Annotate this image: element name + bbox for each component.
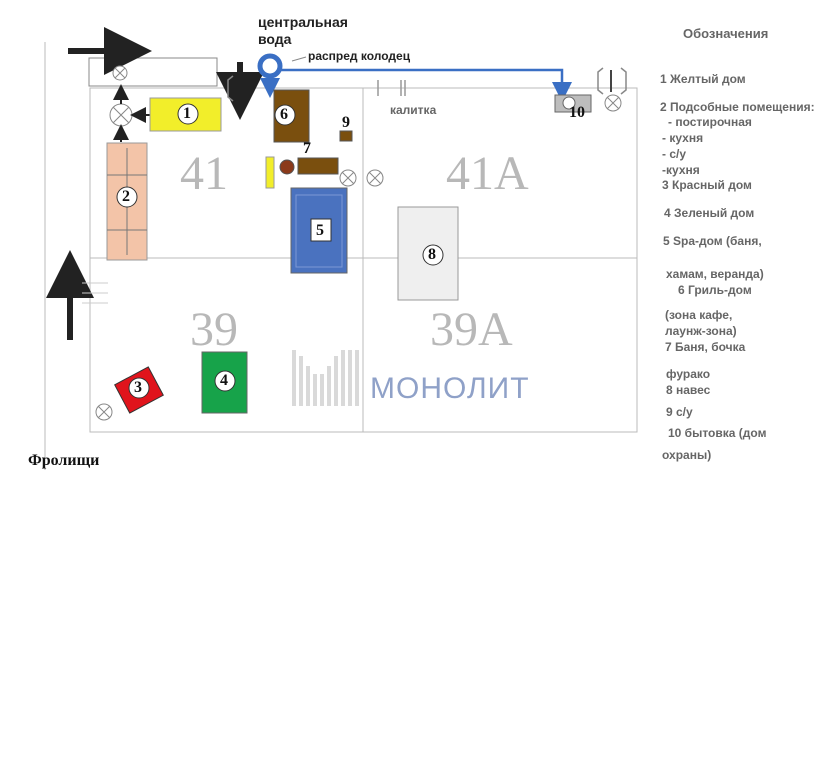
legend-item: 8 навес bbox=[666, 383, 711, 397]
number-badge bbox=[310, 218, 332, 242]
number-badge bbox=[116, 186, 138, 208]
legend-item: - с/у bbox=[662, 147, 687, 161]
building-number: 5 bbox=[316, 222, 324, 239]
plot-number: 41A bbox=[446, 147, 529, 200]
building-number: 2 bbox=[122, 188, 130, 205]
light-icon bbox=[109, 103, 133, 127]
village-label: Фролищи bbox=[28, 452, 100, 469]
building-number: 1 bbox=[183, 105, 191, 122]
building-7-sauna bbox=[297, 157, 339, 175]
number-badge bbox=[177, 103, 199, 125]
light-icon bbox=[95, 403, 113, 421]
well-pointer bbox=[291, 56, 307, 62]
legend-item: фурако bbox=[666, 367, 711, 381]
watermark-text: МОНОЛИТ bbox=[370, 372, 530, 405]
legend-item: 1 Желтый дом bbox=[660, 72, 746, 86]
legend-item: 7 Баня, бочка bbox=[665, 340, 746, 354]
legend-item: 9 с/у bbox=[666, 405, 693, 419]
bracket-mark bbox=[620, 67, 627, 95]
light-icon bbox=[339, 169, 357, 187]
distribution-well-label: распред колодец bbox=[308, 49, 411, 63]
gate-label: калитка bbox=[390, 103, 437, 117]
building-7-annex bbox=[265, 156, 275, 189]
legend-item: лаунж-зона) bbox=[665, 324, 737, 338]
legend-item: 4 Зеленый дом bbox=[664, 206, 755, 220]
furako-barrel-icon bbox=[279, 159, 295, 175]
light-icon bbox=[112, 65, 128, 81]
number-badge bbox=[214, 370, 236, 392]
water-source-icon bbox=[257, 53, 283, 79]
light-icon bbox=[604, 94, 622, 112]
plot-number: 39A bbox=[430, 303, 513, 356]
legend-item: 6 Гриль-дом bbox=[678, 283, 752, 297]
building-number: 3 bbox=[134, 379, 142, 396]
legend-item: 5 Spa-дом (баня, bbox=[663, 234, 762, 248]
number-badge bbox=[128, 377, 150, 399]
building-number: 7 bbox=[303, 140, 311, 157]
building-number: 9 bbox=[342, 114, 350, 131]
bracket-mark bbox=[227, 75, 234, 102]
building-number: 8 bbox=[428, 246, 436, 263]
plot-number: 41 bbox=[180, 147, 228, 200]
legend-title: Обозначения bbox=[683, 26, 769, 41]
building-9-wc bbox=[339, 130, 353, 142]
legend-item: -кухня bbox=[662, 163, 700, 177]
legend-item: - постирочная bbox=[668, 115, 752, 129]
legend-item: охраны) bbox=[662, 448, 712, 462]
building-10-marker bbox=[562, 96, 576, 110]
legend-item: 10 бытовка (дом bbox=[668, 426, 767, 440]
number-badge bbox=[422, 244, 444, 266]
building-number: 6 bbox=[280, 106, 288, 123]
legend-item: хамам, веранда) bbox=[666, 267, 764, 281]
plot-number: 39 bbox=[190, 303, 238, 356]
light-icon bbox=[366, 169, 384, 187]
bracket-mark bbox=[597, 67, 604, 95]
legend-item: 3 Красный дом bbox=[662, 178, 752, 192]
legend-item: - кухня bbox=[662, 131, 704, 145]
number-badge bbox=[274, 104, 296, 126]
building-5-inner bbox=[295, 194, 343, 268]
entrance-gate bbox=[88, 57, 218, 87]
central-water-label: центральная вода bbox=[258, 14, 348, 47]
building-number: 4 bbox=[220, 372, 228, 389]
legend-item: 2 Подсобные помещения: bbox=[660, 100, 815, 114]
watermark-logo-icon bbox=[292, 350, 359, 406]
building-number: 10 bbox=[569, 104, 585, 121]
water-pipe bbox=[280, 68, 572, 102]
legend-item: (зона кафе, bbox=[665, 308, 733, 322]
